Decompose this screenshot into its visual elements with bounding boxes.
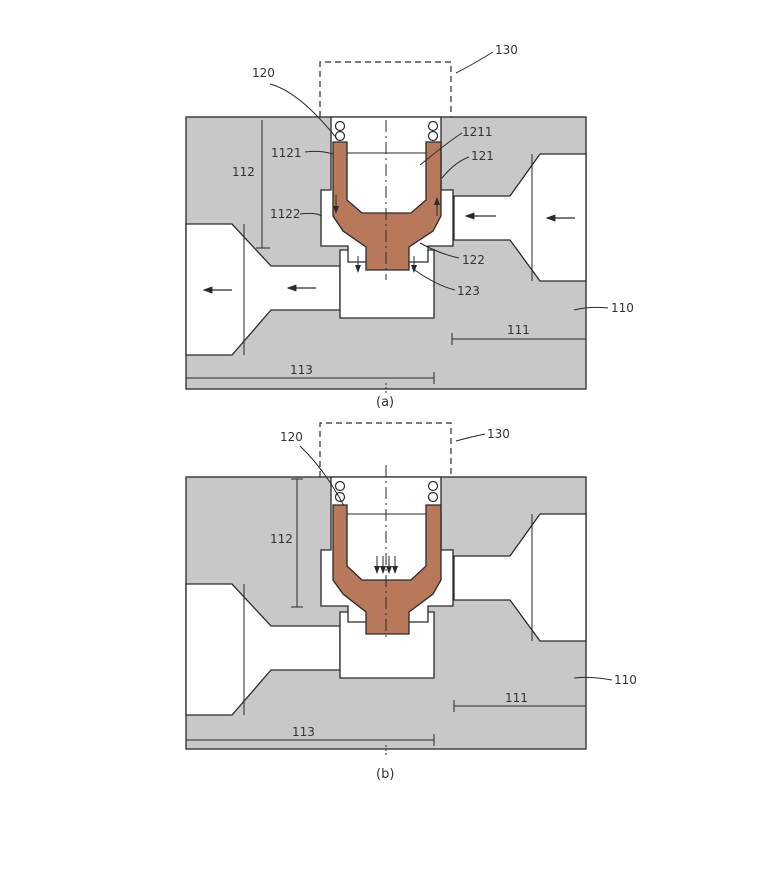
label-1211: 1211	[462, 125, 493, 139]
label-111: 111	[507, 323, 530, 337]
inlet-channel	[453, 513, 587, 642]
label-110: 110	[611, 301, 634, 315]
cover-dashed	[319, 61, 452, 117]
label-110: 110	[614, 673, 637, 687]
label-130: 130	[495, 43, 518, 57]
label-113: 113	[292, 725, 315, 739]
cover-dashed	[319, 422, 452, 477]
valve-member	[332, 141, 442, 271]
label-113: 113	[290, 363, 313, 377]
figure-a: 130 120 1211 1121 121 112 1122 122 123 1…	[185, 43, 634, 410]
figure-b: 130 120 112 110 111 113 (b)	[185, 422, 637, 782]
caption-b: (b)	[376, 767, 394, 782]
label-122: 122	[462, 253, 485, 267]
label-112: 112	[270, 532, 293, 546]
label-120: 120	[280, 430, 303, 444]
label-1122: 1122	[270, 207, 301, 221]
label-121: 121	[471, 149, 494, 163]
label-120: 120	[252, 66, 275, 80]
label-112: 112	[232, 165, 255, 179]
valve-member	[332, 504, 442, 635]
caption-a: (a)	[376, 395, 394, 410]
inlet-channel	[453, 153, 587, 282]
label-111: 111	[505, 691, 528, 705]
label-1121: 1121	[271, 146, 302, 160]
label-130: 130	[487, 427, 510, 441]
label-123: 123	[457, 284, 480, 298]
